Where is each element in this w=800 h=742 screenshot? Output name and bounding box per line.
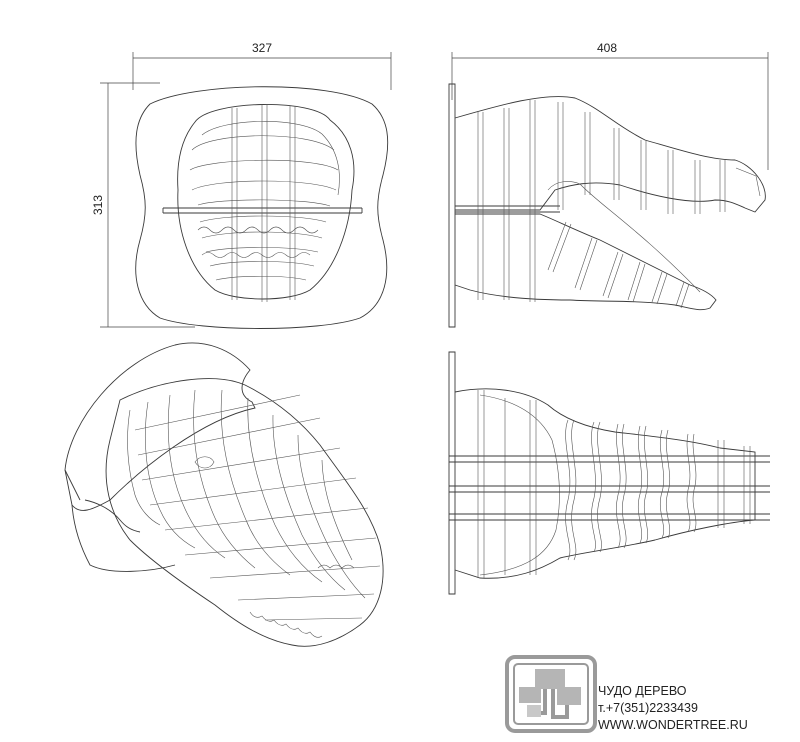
front-head-outline	[177, 104, 355, 300]
side-length-dimension: 408	[451, 41, 769, 170]
side-lower-jaw	[454, 213, 717, 311]
brand-phone: т.+7(351)2233439	[598, 701, 698, 715]
side-upper-jaw	[454, 96, 766, 213]
brand-name: ЧУДО ДЕРЕВО	[598, 684, 687, 698]
front-height-dimension: 313	[91, 82, 195, 328]
isometric-view	[64, 342, 384, 647]
brand-logo	[505, 655, 597, 733]
front-backplate	[135, 86, 389, 329]
iso-backplate	[64, 342, 256, 511]
front-view: 327 313	[91, 41, 392, 329]
front-height-label: 313	[91, 195, 105, 215]
top-view	[448, 351, 770, 595]
side-backplate	[448, 83, 456, 328]
front-width-label: 327	[252, 41, 272, 55]
brand-website: WWW.WONDERTREE.RU	[598, 718, 748, 732]
iso-head-outline	[105, 378, 384, 647]
side-view: 408	[448, 41, 769, 328]
top-backplate	[448, 351, 456, 595]
brand-info: ЧУДО ДЕРЕВО т.+7(351)2233439 WWW.WONDERT…	[598, 683, 748, 734]
side-length-label: 408	[597, 41, 617, 55]
front-width-dimension: 327	[132, 41, 392, 90]
top-head-outline	[454, 388, 756, 579]
